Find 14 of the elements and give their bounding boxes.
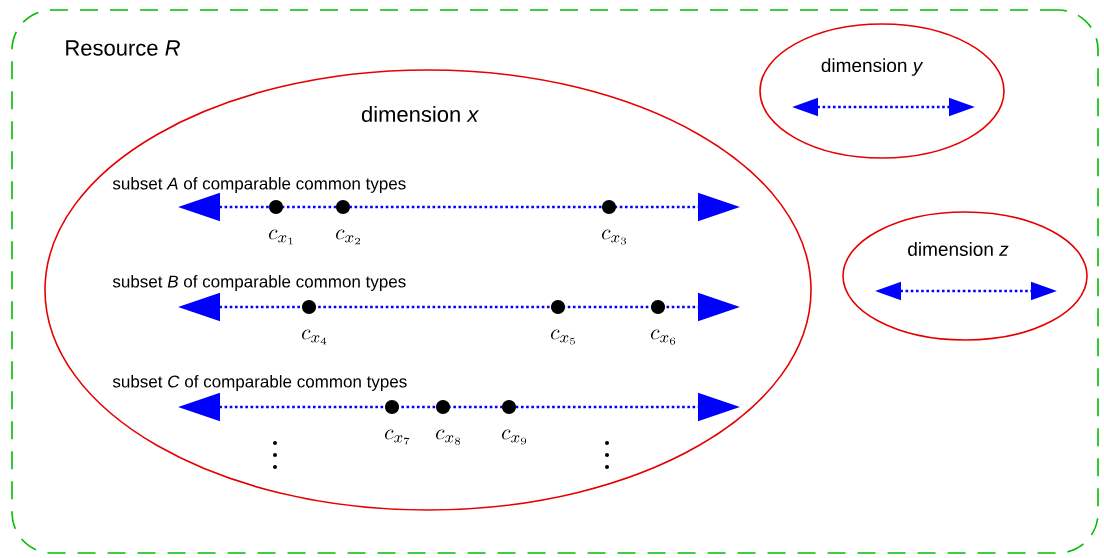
point-label: $c_{x_2}$ <box>336 229 360 245</box>
point-label: $c_{x_9}$ <box>502 429 527 445</box>
point-label: $c_{x_7}$ <box>385 429 410 445</box>
ellipse-region: dimension z <box>842 211 1088 341</box>
point-label: $c_{x_6}$ <box>651 329 676 345</box>
ellipse-region: dimension y <box>759 23 1005 159</box>
point-label: $c_{x_3}$ <box>602 229 627 245</box>
point-label: $c_{x_8}$ <box>436 429 461 445</box>
subset-label: subset B of comparable common types <box>112 275 406 291</box>
point-label: $c_{x_4}$ <box>302 329 327 345</box>
point-label: $c_{x_5}$ <box>551 329 575 345</box>
subset-label: subset C of comparable common types <box>112 375 407 391</box>
point-label: $c_{x_1}$ <box>269 229 293 245</box>
subset-label: subset A of comparable common types <box>112 177 406 193</box>
